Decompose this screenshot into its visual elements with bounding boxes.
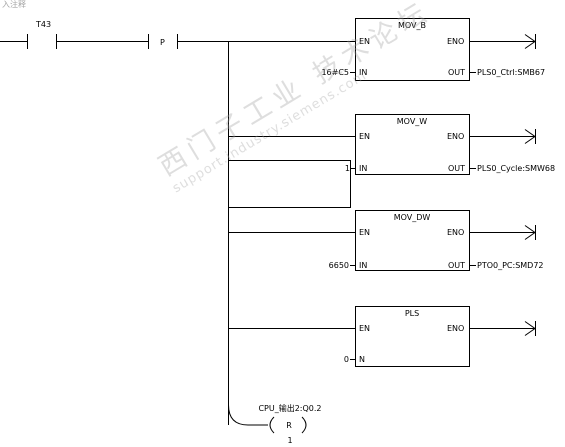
block-mov-w-in-operand[interactable]: 1 (345, 164, 350, 173)
selection-box[interactable] (228, 160, 351, 208)
block-mov-dw-pin-in: IN (359, 261, 367, 270)
block-mov-dw-pin-out: OUT (448, 261, 465, 270)
block-mov-w[interactable]: MOV_W EN IN ENO OUT 1 PLS0_Cycle:SMW68 (345, 114, 555, 175)
block-mov-b-in-operand[interactable]: 16#C5 (321, 68, 349, 77)
block-mov-dw-pin-eno: ENO (447, 228, 464, 237)
coil-label: CPU_输出2:Q0.2 (258, 403, 321, 413)
coil-type: R (286, 421, 292, 430)
block-mov-dw-title: MOV_DW (394, 213, 431, 222)
block-pls-pin-eno: ENO (447, 324, 464, 333)
block-pls-title: PLS (405, 309, 419, 318)
block-mov-w-pin-en: EN (359, 132, 370, 141)
block-mov-w-out-operand[interactable]: PLS0_Cycle:SMW68 (477, 164, 555, 173)
contact-t43[interactable]: T43 (35, 20, 51, 29)
block-pls[interactable]: PLS EN N ENO 0 (344, 306, 536, 367)
block-mov-w-title: MOV_W (397, 117, 428, 126)
block-mov-b-pin-en: EN (359, 37, 370, 46)
block-mov-dw[interactable]: MOV_DW EN IN ENO OUT 6650 PTO0_PC:SMD72 (329, 210, 544, 271)
block-mov-b-pin-eno: ENO (447, 37, 464, 46)
contact-t43-label: T43 (35, 20, 51, 29)
block-mov-dw-out-operand[interactable]: PTO0_PC:SMD72 (477, 261, 544, 270)
coil-count[interactable]: 1 (287, 436, 292, 445)
contact-p[interactable]: P (160, 38, 165, 47)
block-mov-w-pin-eno: ENO (447, 132, 464, 141)
network-comment[interactable]: 入注释 (2, 0, 26, 9)
block-pls-pin-n: N (359, 355, 365, 364)
main-rung (0, 34, 355, 426)
block-mov-b[interactable]: MOV_B EN IN ENO OUT 16#C5 PLS0_Ctrl:SMB6… (321, 18, 545, 81)
block-mov-b-pin-in: IN (359, 68, 367, 77)
block-mov-b-pin-out: OUT (448, 68, 465, 77)
block-mov-dw-pin-en: EN (359, 228, 370, 237)
block-mov-dw-in-operand[interactable]: 6650 (329, 261, 349, 270)
block-mov-b-out-operand[interactable]: PLS0_Ctrl:SMB67 (477, 68, 545, 77)
block-pls-pin-en: EN (359, 324, 370, 333)
block-mov-w-pin-out: OUT (448, 164, 465, 173)
coil-reset[interactable]: CPU_输出2:Q0.2 R 1 (258, 403, 321, 445)
block-mov-w-pin-in: IN (359, 164, 367, 173)
contact-p-label: P (160, 38, 165, 47)
block-pls-n-operand[interactable]: 0 (344, 355, 349, 364)
block-mov-b-title: MOV_B (398, 21, 426, 30)
